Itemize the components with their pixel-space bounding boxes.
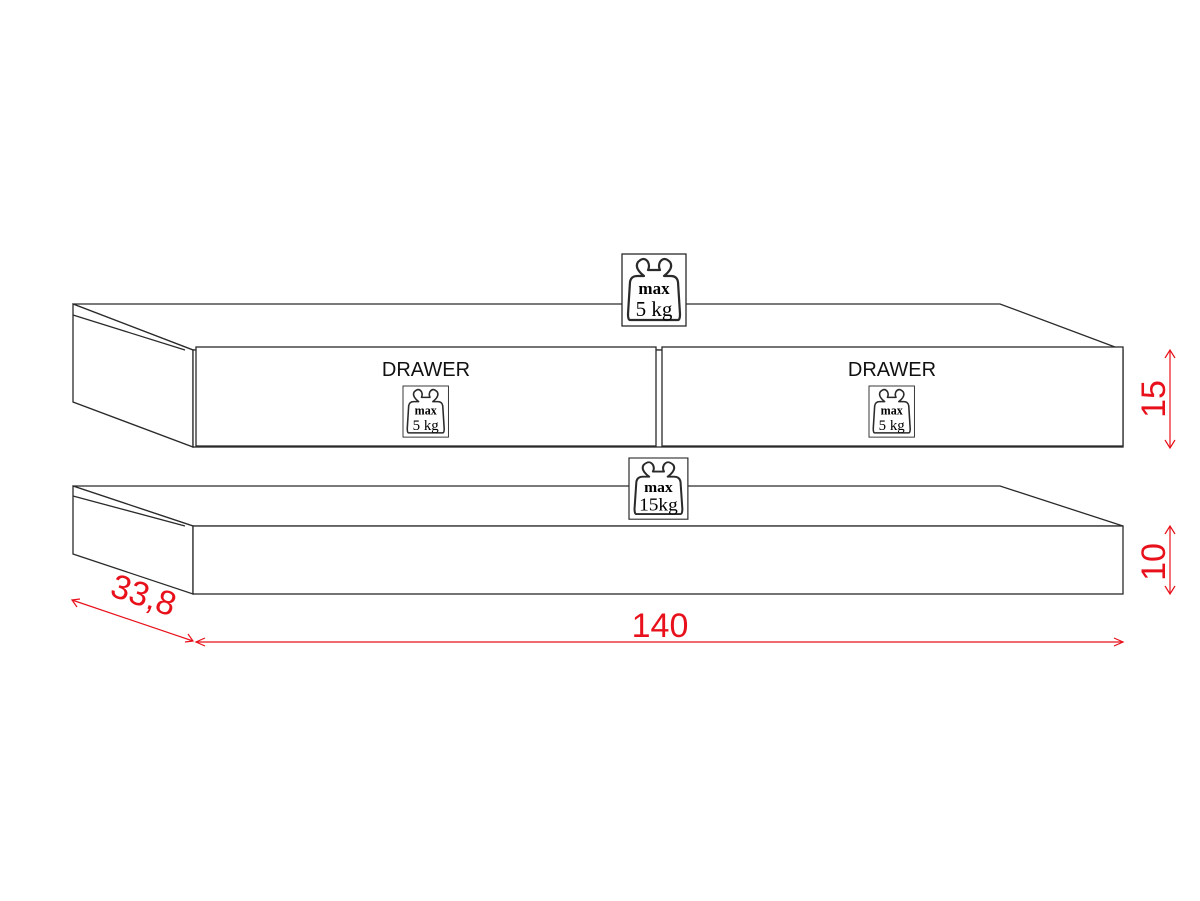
- dimension-bottom-height: 10: [1135, 524, 1176, 596]
- drawer-right-label: DRAWER: [848, 359, 936, 381]
- bottom-shelf-top-surface: [72, 485, 1124, 527]
- drawer-left-badge-line2: 5 kg: [413, 418, 440, 434]
- top-shelf-side-edge: [72, 314, 186, 351]
- dimension-bottom-height-label: 10: [1135, 543, 1173, 581]
- drawer-left-badge-line1: max: [415, 403, 437, 417]
- top-badge-line2: 5 kg: [636, 297, 673, 321]
- dimension-top-height: 15: [1135, 348, 1176, 450]
- bottom-badge-line1: max: [644, 480, 673, 495]
- bottom-shelf-front-face: [192, 525, 1124, 595]
- drawer-right: DRAWER max 5 kg: [848, 359, 936, 438]
- bottom-shelf: [72, 485, 1124, 595]
- drawer-left: DRAWER max 5 kg: [382, 359, 470, 438]
- dimension-top-height-label: 15: [1135, 380, 1173, 418]
- bottom-shelf-weight-badge: max 15kg: [627, 456, 689, 521]
- top-badge-line1: max: [638, 279, 670, 298]
- top-shelf-weight-badge: max 5 kg: [620, 252, 688, 328]
- drawer-right-badge-line1: max: [881, 403, 903, 417]
- bottom-badge-line2: 15kg: [639, 495, 678, 515]
- drawer-left-weight-badge: max 5 kg: [402, 385, 450, 438]
- top-shelf: [72, 303, 1124, 448]
- bottom-shelf-side-edge: [72, 495, 186, 527]
- drawer-right-weight-badge: max 5 kg: [868, 385, 916, 438]
- drawer-right-badge-line2: 5 kg: [879, 418, 906, 434]
- top-shelf-top-surface: [72, 303, 1124, 351]
- dimension-width-label: 140: [632, 607, 689, 645]
- dimension-width: 140: [194, 607, 1125, 647]
- drawer-left-label: DRAWER: [382, 359, 470, 381]
